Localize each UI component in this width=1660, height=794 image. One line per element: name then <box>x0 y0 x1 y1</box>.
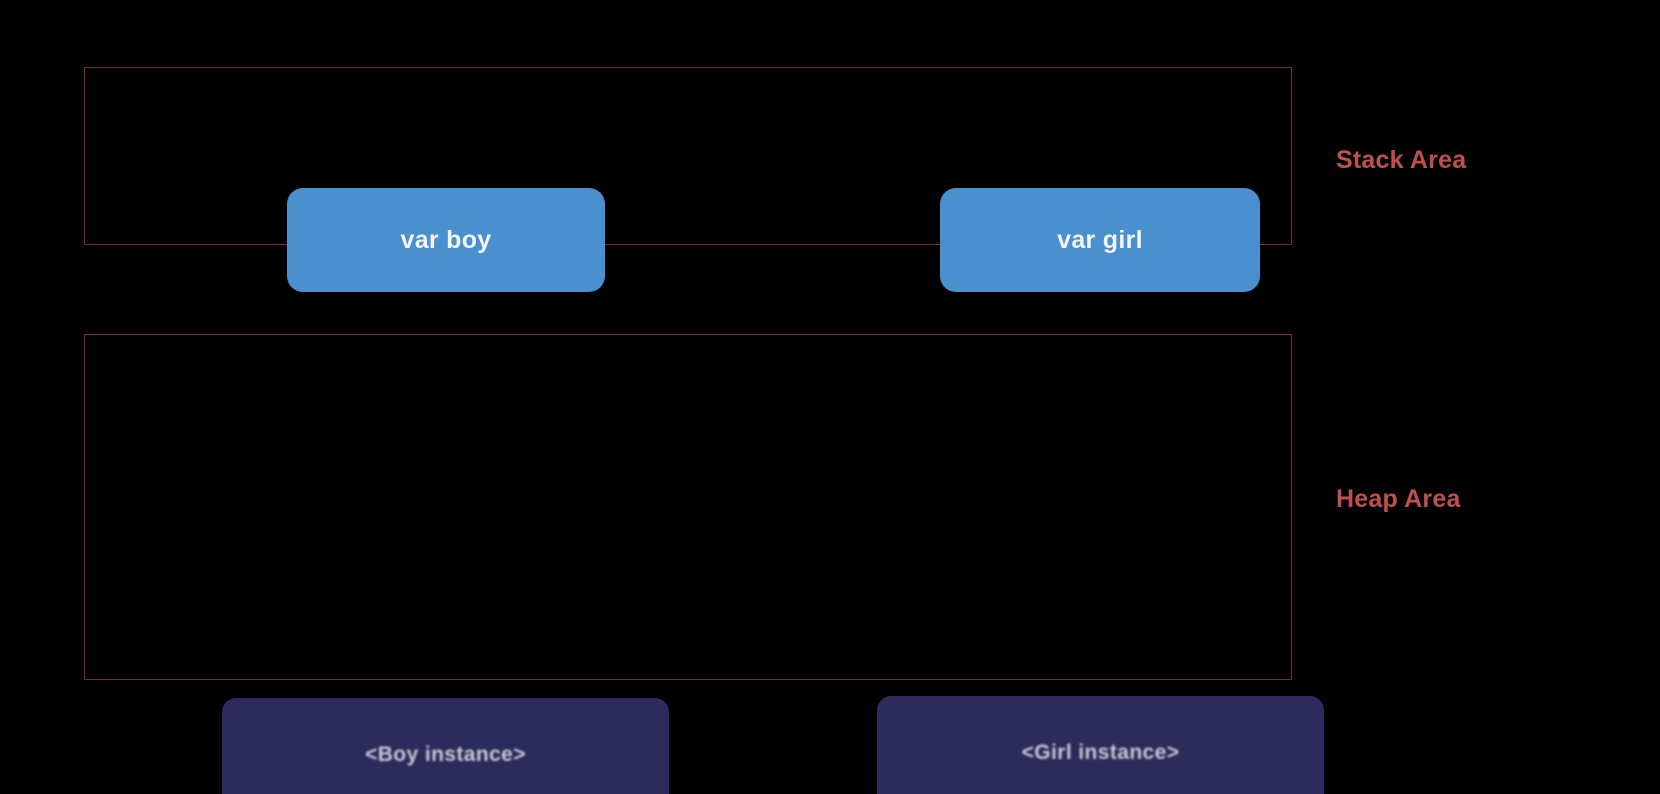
stack-variable-label-girl: var girl <box>1057 225 1143 254</box>
stack-variable-label-boy: var boy <box>400 225 492 254</box>
stack-area-label: Stack Area <box>1336 146 1467 174</box>
stack-area-container: var boy var girl <box>84 67 1292 292</box>
stack-variable-box-boy[interactable]: var boy <box>287 188 605 292</box>
heap-instance-box-boy[interactable]: <Boy instance> name : "민군" girlFriend: n… <box>222 698 669 794</box>
heap-area-container: <Boy instance> name : "민군" girlFriend: n… <box>84 334 1324 794</box>
heap-area-label: Heap Area <box>1336 485 1461 513</box>
heap-instance-title-girl: <Girl instance> <box>1021 741 1180 764</box>
heap-instance-box-girl[interactable]: <Girl instance> name : "민순" boyFriend: n… <box>877 696 1324 794</box>
stack-variable-box-girl[interactable]: var girl <box>940 188 1260 292</box>
heap-instance-title-boy: <Boy instance> <box>365 743 526 766</box>
